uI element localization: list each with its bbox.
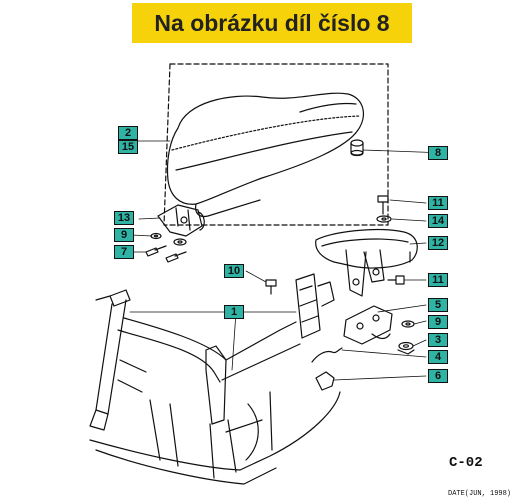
lock-spring-drawing (311, 347, 343, 363)
lock-fasteners-drawing (397, 320, 415, 355)
title-text: Na obrázku díl číslo 8 (154, 9, 390, 36)
callout-part-9-lock[interactable]: 9 (428, 315, 448, 329)
callout-part-9[interactable]: 9 (114, 228, 134, 242)
callout-part-8[interactable]: 8 (428, 146, 448, 160)
leader-lines (129, 140, 447, 381)
seat-hinge-drawing (157, 204, 205, 237)
rear-carrier-drawing (315, 228, 418, 297)
callout-part-7[interactable]: 7 (114, 245, 134, 259)
callout-part-10[interactable]: 10 (224, 264, 244, 278)
callout-part-1[interactable]: 1 (224, 305, 244, 319)
exploded-parts-diagram (89, 63, 447, 485)
title-banner: Na obrázku díl číslo 8 (132, 3, 412, 43)
main-frame-drawing (89, 273, 341, 485)
seat-dashed-enclosure (163, 63, 389, 226)
seat-bumper-drawing (350, 139, 364, 157)
hinge-bolts-drawing (145, 245, 187, 263)
callout-part-13[interactable]: 13 (114, 211, 134, 225)
callout-part-3[interactable]: 3 (428, 333, 448, 347)
frame-screw-drawing (265, 279, 277, 295)
seat-drawing (166, 92, 365, 205)
callout-part-2[interactable]: 2 (118, 126, 138, 140)
carrier-side-bolt-drawing (387, 275, 405, 285)
callout-part-12[interactable]: 12 (428, 236, 448, 250)
callout-part-6[interactable]: 6 (428, 369, 448, 383)
diagram-code: C-02 (449, 455, 483, 471)
callout-part-4[interactable]: 4 (428, 350, 448, 364)
callout-part-15[interactable]: 15 (118, 140, 138, 154)
lock-clip-drawing (315, 371, 335, 391)
callout-part-5[interactable]: 5 (428, 298, 448, 312)
carrier-top-bolt-drawing (376, 195, 392, 223)
seat-lock-drawing (343, 305, 393, 345)
diagram-date: DATE(JUN, 1998) (448, 490, 511, 498)
callout-part-14[interactable]: 14 (428, 214, 448, 228)
callout-part-11-top[interactable]: 11 (428, 196, 448, 210)
callout-part-11-side[interactable]: 11 (428, 273, 448, 287)
